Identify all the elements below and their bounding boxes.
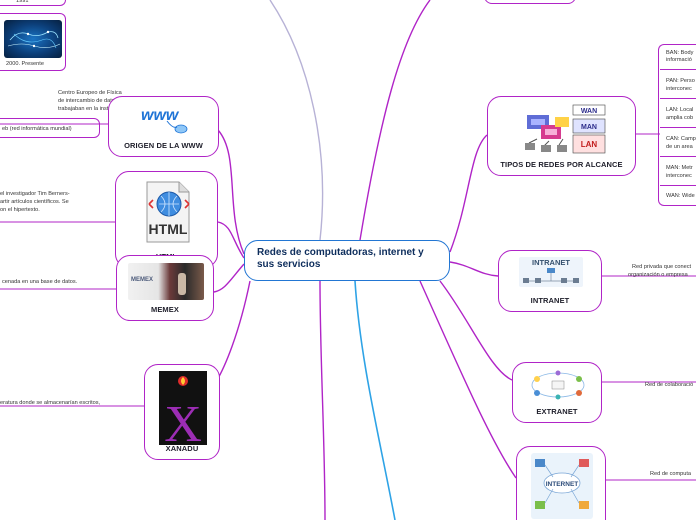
branch-html xyxy=(217,221,245,259)
node-html[interactable]: HTML HTML xyxy=(115,171,218,268)
list-divider xyxy=(660,98,696,99)
svg-text:www: www xyxy=(141,107,180,124)
year-2000-present: 2000. Presente xyxy=(6,61,44,67)
xanadu-glyph: X xyxy=(164,396,202,445)
www-text-3: trabajaban en la institución. xyxy=(58,106,127,112)
list-item-wan-1: WAN: Wide xyxy=(666,193,695,199)
world-network-image xyxy=(4,20,62,58)
branch-down-purple xyxy=(319,280,326,520)
branch-memex xyxy=(213,263,245,293)
memex-text-1: cenada en una base de datos. xyxy=(2,279,78,285)
label-memex: MEMEX xyxy=(150,305,179,314)
diagram-lan-text: LAN xyxy=(581,140,598,149)
list-item-lan-1: LAN: Local xyxy=(666,107,694,113)
intranet-text-2: organización o empresa xyxy=(628,272,688,278)
branch-internet xyxy=(419,280,517,479)
www-icon: www xyxy=(137,103,193,135)
html-text-3: on el hipertexto. xyxy=(0,207,40,213)
node-internet[interactable]: INTERNET xyxy=(516,446,606,520)
html-icon-text: HTML xyxy=(149,221,188,237)
list-divider xyxy=(660,156,696,157)
branch-up-right xyxy=(359,0,431,241)
node-xanadu[interactable]: X XANADU xyxy=(144,364,220,460)
label-tipos-redes: TIPOS DE REDES POR ALCANCE xyxy=(500,160,623,169)
node-tipos-redes[interactable]: WAN MAN LAN TIPOS DE REDES POR ALCANCE xyxy=(487,96,636,176)
label-intranet: INTRANET xyxy=(530,296,570,305)
bracket-www-text xyxy=(0,118,100,138)
bracket-year-2000 xyxy=(0,13,66,71)
intranet-image-text: INTRANET xyxy=(532,258,570,267)
list-divider xyxy=(660,185,696,186)
year-1991: 1991 xyxy=(16,0,29,4)
intranet-image: INTRANET xyxy=(519,257,583,287)
extranet-image xyxy=(529,369,587,401)
list-item-pan-1: PAN: Perso xyxy=(666,78,695,84)
list-divider xyxy=(660,127,696,128)
node-top-right-partial[interactable] xyxy=(484,0,576,4)
branch-up-left xyxy=(269,0,324,241)
memex-logo-text: MEMEX xyxy=(131,277,154,283)
node-memex[interactable]: MEMEX MEMEX xyxy=(116,255,214,321)
internet-image: INTERNET xyxy=(531,453,593,519)
list-item-ban-2: informació xyxy=(666,57,692,63)
html-file-icon: HTML xyxy=(141,180,193,244)
label-extranet: EXTRANET xyxy=(536,407,578,416)
memex-figure xyxy=(178,273,186,295)
node-intranet[interactable]: INTRANET INTRANET xyxy=(498,250,602,312)
list-item-can-1: CAN: Camp xyxy=(666,136,696,142)
branch-intranet xyxy=(449,261,499,277)
list-item-can-2: de un area xyxy=(666,144,693,150)
internet-text-1: Red de computa xyxy=(650,471,692,477)
list-item-ban-1: BAN: Body xyxy=(666,50,694,56)
intranet-text-1: Red privada que conect xyxy=(632,264,692,270)
html-text-2: artir artículos científicos. Se xyxy=(0,199,69,205)
list-item-man-2: interconec xyxy=(666,173,692,179)
list-item-lan-2: amplia cob xyxy=(666,115,694,121)
label-origen-www: ORIGEN DE LA WWW xyxy=(124,141,203,150)
bracket-tipos-list xyxy=(658,44,696,206)
internet-image-text: INTERNET xyxy=(546,481,579,488)
central-title: Redes de computadoras, internet y sus se… xyxy=(257,247,424,270)
branch-tipos xyxy=(449,134,488,253)
network-scope-diagram: WAN MAN LAN xyxy=(519,103,607,155)
list-divider xyxy=(660,69,696,70)
branch-extranet xyxy=(439,280,513,381)
central-topic[interactable]: Redes de computadoras, internet y sus se… xyxy=(244,240,450,281)
www-text-1: Centro Europeo de Física xyxy=(58,90,122,96)
xanadu-text-1: eratura donde se almacenarían escritos, xyxy=(0,400,101,406)
diagram-man-text: MAN xyxy=(581,124,597,131)
node-extranet[interactable]: EXTRANET xyxy=(512,362,602,423)
list-item-pan-2: interconec xyxy=(666,86,692,92)
extranet-text-1: Red de colaboració xyxy=(645,382,694,388)
memex-photo: MEMEX xyxy=(128,263,204,300)
node-origen-www[interactable]: www ORIGEN DE LA WWW xyxy=(108,96,219,157)
branch-www xyxy=(217,129,245,255)
xanadu-logo-image: X xyxy=(159,371,207,453)
bracket-year-1991 xyxy=(0,0,66,6)
www-text-2: de intercambio de datos xyxy=(58,98,118,104)
list-item-man-1: MAN: Metr xyxy=(666,165,693,171)
branch-down-blue xyxy=(354,280,396,520)
label-xanadu: XANADU xyxy=(165,444,199,453)
www-text-4: eb (red informática mundial) xyxy=(2,126,72,132)
html-text-1: el investigador Tim Berners- xyxy=(0,191,70,197)
diagram-wan-text: WAN xyxy=(581,108,597,115)
